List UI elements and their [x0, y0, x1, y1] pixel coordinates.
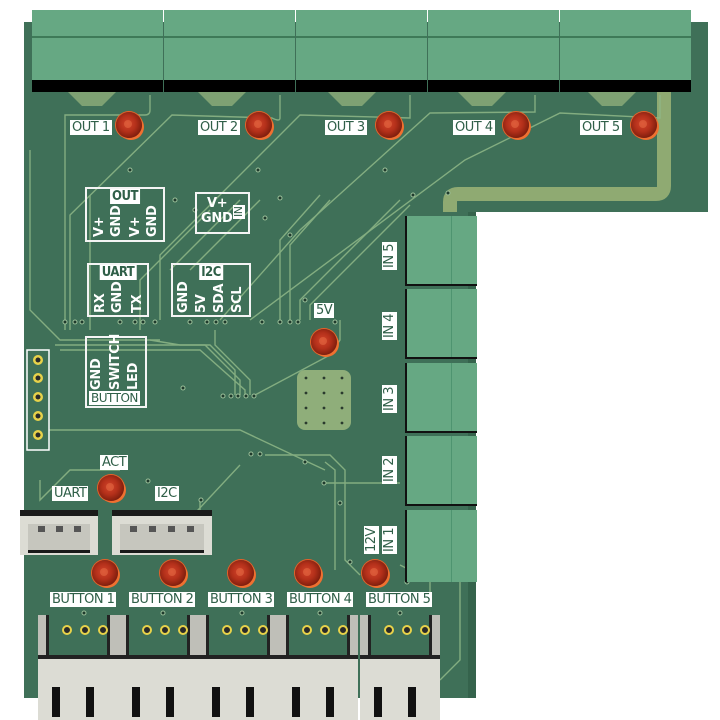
out-5-led: [631, 112, 657, 138]
input-terminal-4[interactable]: [405, 289, 477, 359]
out-1-led: [116, 112, 142, 138]
legend-button-pin-3: LED: [126, 362, 141, 390]
legend-uart-pin-2: GND: [110, 281, 125, 313]
out-3-led: [376, 112, 402, 138]
legend-i2c-pin-3: SDA: [212, 283, 227, 313]
output-terminal-1[interactable]: [32, 10, 163, 92]
in-4-label: IN 4: [382, 312, 397, 340]
legend-in: V+ GND IN: [195, 192, 250, 234]
in-1-label: IN 1: [382, 526, 397, 554]
legend-button-title: BUTTON: [89, 391, 140, 405]
out-5-label: OUT 5: [580, 120, 622, 135]
button-4-led: [295, 560, 321, 586]
button-2-connector[interactable]: [118, 615, 198, 720]
input-terminal-1[interactable]: [405, 510, 477, 582]
legend-uart-pin-3: TX: [130, 294, 145, 313]
input-terminal-3[interactable]: [405, 363, 477, 433]
button-5-connector[interactable]: [360, 615, 440, 720]
legend-in-pin-2: GND: [201, 211, 233, 226]
button-2-label: BUTTON 2: [129, 592, 196, 607]
input-terminal-5[interactable]: [405, 216, 477, 286]
out-3-label: OUT 3: [325, 120, 367, 135]
legend-in-pin-1: V+: [207, 196, 228, 211]
button-5-label: BUTTON 5: [366, 592, 433, 607]
legend-out-pin-4: GND: [145, 205, 160, 237]
traces: [29, 95, 661, 681]
output-terminal-3[interactable]: [296, 10, 427, 92]
legend-i2c: I2C GND 5V SDA SCL: [171, 263, 251, 317]
button-1-connector[interactable]: [38, 615, 118, 720]
button-4-connector[interactable]: [278, 615, 358, 720]
in-2-label: IN 2: [382, 456, 397, 484]
out-4-led: [503, 112, 529, 138]
output-terminal-4[interactable]: [428, 10, 559, 92]
out-4-label: OUT 4: [453, 120, 495, 135]
legend-i2c-pin-2: 5V: [194, 294, 209, 313]
legend-uart-title: UART: [99, 265, 137, 280]
in-5-label: IN 5: [382, 242, 397, 270]
legend-in-title: IN: [232, 204, 245, 219]
5v-label: 5V: [314, 303, 335, 318]
output-terminal-2[interactable]: [164, 10, 295, 92]
button-1-label: BUTTON 1: [50, 592, 117, 607]
uart-connector[interactable]: [20, 510, 98, 555]
legend-out: OUT V+ GND V+ GND: [85, 187, 165, 242]
legend-out-title: OUT: [110, 189, 140, 204]
pin-header-5: [26, 349, 50, 451]
output-terminal-5[interactable]: [560, 10, 691, 92]
i2c-connector[interactable]: [112, 510, 212, 555]
legend-uart: UART RX GND TX: [87, 263, 149, 317]
legend-button-pin-1: GND: [89, 358, 104, 390]
button-3-led: [228, 560, 254, 586]
5v-led: [311, 329, 337, 355]
legend-uart-pin-1: RX: [93, 293, 108, 313]
legend-i2c-title: I2C: [199, 265, 223, 280]
legend-out-pin-3: V+: [128, 216, 143, 237]
copper-pour-outline: [443, 82, 671, 212]
uart-connector-label: UART: [52, 486, 89, 501]
out-2-label: OUT 2: [198, 120, 240, 135]
out-2-led: [246, 112, 272, 138]
button-4-label: BUTTON 4: [287, 592, 354, 607]
button-3-connector[interactable]: [198, 615, 278, 720]
legend-button: GND SWITCH LED BUTTON: [85, 333, 147, 408]
legend-i2c-pin-1: GND: [176, 281, 191, 313]
input-terminal-2[interactable]: [405, 436, 477, 506]
act-led: [98, 475, 124, 501]
button-1-led: [92, 560, 118, 586]
12v-label: 12V: [364, 526, 379, 554]
button-3-label: BUTTON 3: [208, 592, 275, 607]
12v-led: [362, 560, 388, 586]
button-2-led: [160, 560, 186, 586]
legend-button-pin-2: SWITCH: [108, 333, 123, 390]
in-3-label: IN 3: [382, 385, 397, 413]
legend-out-pin-1: V+: [92, 216, 107, 237]
out-1-label: OUT 1: [70, 120, 112, 135]
act-label: ACT: [100, 455, 129, 470]
legend-out-pin-2: GND: [109, 205, 124, 237]
legend-i2c-pin-4: SCL: [230, 286, 245, 313]
vias: [62, 167, 451, 616]
pad-array: [297, 370, 351, 430]
i2c-connector-label: I2C: [155, 486, 179, 501]
